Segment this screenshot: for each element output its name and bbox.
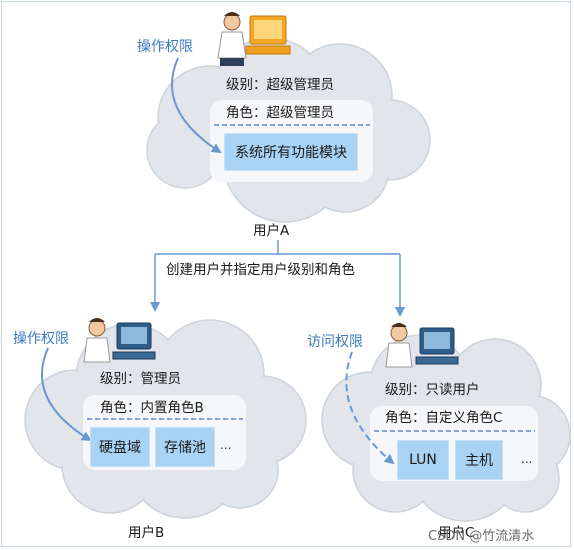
- role-label-top: 角色：超级管理员: [226, 105, 334, 121]
- watermark: CSDN @竹流清水: [428, 529, 535, 544]
- user-c-label: 用户C: [438, 525, 475, 541]
- level-label-left: 级别：管理员: [100, 371, 181, 387]
- connector: [150, 240, 405, 317]
- user-computer-icon-right: [385, 323, 459, 368]
- tile-ellipsis-right: ...: [521, 452, 533, 466]
- operation-permission-label-left: 操作权限: [13, 331, 69, 347]
- user-computer-icon-top: [217, 12, 291, 66]
- tile-ellipsis-left: ...: [220, 438, 232, 452]
- tile-storage-pool: 存储池: [155, 427, 215, 467]
- operation-arrow-left: [41, 347, 92, 442]
- tile-lun: LUN: [397, 440, 449, 480]
- role-label-right: 角色：自定义角色C: [385, 410, 503, 426]
- module-tile-all-functions: 系统所有功能模块: [224, 133, 358, 171]
- access-arrow-right: [345, 351, 395, 465]
- level-label-top: 级别：超级管理员: [226, 77, 334, 93]
- access-permission-label-right: 访问权限: [307, 334, 363, 350]
- level-label-right: 级别：只读用户: [385, 382, 480, 398]
- user-b-label: 用户B: [128, 525, 165, 541]
- connector-label: 创建用户并指定用户级别和角色: [166, 262, 355, 278]
- operation-permission-label-top: 操作权限: [137, 39, 193, 55]
- role-label-left: 角色：内置角色B: [100, 400, 204, 416]
- operation-arrow-top: [171, 57, 222, 154]
- user-a-label: 用户A: [253, 223, 290, 239]
- tile-disk-domain: 硬盘域: [90, 427, 150, 467]
- user-computer-icon-left: [83, 318, 156, 363]
- tile-host: 主机: [455, 440, 503, 480]
